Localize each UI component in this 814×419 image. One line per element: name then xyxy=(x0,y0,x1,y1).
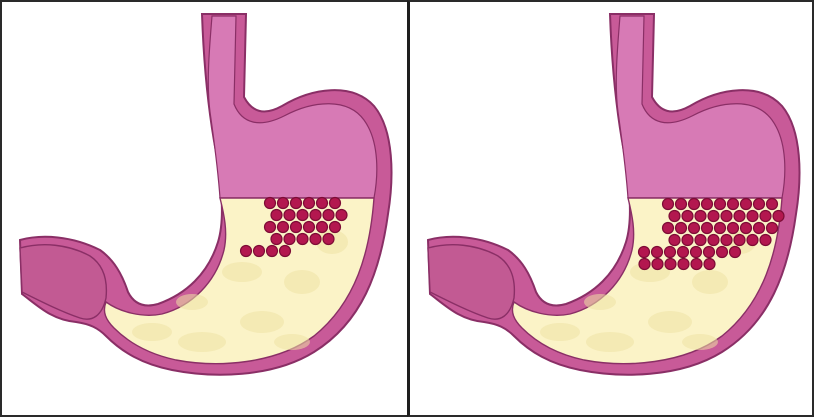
stomach-group xyxy=(428,14,799,375)
food-texture xyxy=(274,334,310,350)
particle-dot xyxy=(639,247,650,258)
particle-dot xyxy=(669,211,680,222)
particle-dot xyxy=(663,199,674,210)
particle-dot xyxy=(747,235,758,246)
particle-dot xyxy=(665,259,676,270)
particle-dot xyxy=(721,235,732,246)
particle-dot xyxy=(734,235,745,246)
particle-dot xyxy=(284,210,295,221)
particle-dot xyxy=(715,199,726,210)
particle-dot xyxy=(678,247,689,258)
particle-dot xyxy=(241,246,252,257)
particle-dot xyxy=(304,198,315,209)
particle-dot xyxy=(310,234,321,245)
particle-dot xyxy=(682,211,693,222)
particle-dot xyxy=(689,223,700,234)
particle-dot xyxy=(730,247,741,258)
particle-dot xyxy=(254,246,265,257)
particle-dot xyxy=(767,223,778,234)
food-texture xyxy=(240,311,284,333)
particle-dot xyxy=(284,234,295,245)
particle-dot xyxy=(702,199,713,210)
particle-dot xyxy=(704,259,715,270)
stomach-illustration-right xyxy=(410,2,814,419)
particle-dot xyxy=(773,211,784,222)
particle-dot xyxy=(760,235,771,246)
food-texture xyxy=(692,270,728,294)
particle-dot xyxy=(304,222,315,233)
particle-dot xyxy=(652,247,663,258)
particle-dot xyxy=(639,259,650,270)
food-texture xyxy=(176,294,208,310)
particle-dot xyxy=(747,211,758,222)
particle-dot xyxy=(330,198,341,209)
particle-dot xyxy=(708,235,719,246)
stomach-illustration-left xyxy=(2,2,409,419)
particle-dot xyxy=(323,234,334,245)
particle-dot xyxy=(265,222,276,233)
panel-left xyxy=(0,0,407,417)
particle-dot xyxy=(317,198,328,209)
particle-dot xyxy=(715,223,726,234)
particle-dot xyxy=(271,210,282,221)
particle-dot xyxy=(297,210,308,221)
particle-dot xyxy=(678,259,689,270)
particle-dot xyxy=(310,210,321,221)
food-texture xyxy=(586,332,634,352)
particle-dot xyxy=(682,235,693,246)
particle-dot xyxy=(767,199,778,210)
particle-dot xyxy=(704,247,715,258)
particle-dot xyxy=(278,222,289,233)
particle-dot xyxy=(663,223,674,234)
particle-dot xyxy=(721,211,732,222)
particle-dot xyxy=(271,234,282,245)
particle-dot xyxy=(323,210,334,221)
particle-dot xyxy=(754,223,765,234)
particle-dot xyxy=(278,198,289,209)
particle-dot xyxy=(689,199,700,210)
particle-dot xyxy=(265,198,276,209)
particle-dot xyxy=(734,211,745,222)
particle-dot xyxy=(669,235,680,246)
particle-dot xyxy=(702,223,713,234)
food-texture xyxy=(682,334,718,350)
particle-dot xyxy=(336,210,347,221)
particle-dot xyxy=(665,247,676,258)
particle-dot xyxy=(291,222,302,233)
food-texture xyxy=(540,323,580,341)
particle-dot xyxy=(676,199,687,210)
particle-dot xyxy=(297,234,308,245)
particle-dot xyxy=(280,246,291,257)
particle-dot xyxy=(717,247,728,258)
particle-dot xyxy=(317,222,328,233)
particle-dot xyxy=(741,199,752,210)
food-texture xyxy=(284,270,320,294)
food-texture xyxy=(584,294,616,310)
particle-dot xyxy=(676,223,687,234)
stomach-group xyxy=(20,14,391,375)
particle-dot xyxy=(330,222,341,233)
particle-dot xyxy=(728,223,739,234)
food-texture xyxy=(132,323,172,341)
food-texture xyxy=(648,311,692,333)
particle-dot xyxy=(691,247,702,258)
particle-dot xyxy=(741,223,752,234)
particle-dot xyxy=(291,198,302,209)
panel-right xyxy=(407,0,814,417)
particle-dot xyxy=(728,199,739,210)
particle-dot xyxy=(691,259,702,270)
particle-dot xyxy=(760,211,771,222)
particle-dot xyxy=(695,211,706,222)
food-texture xyxy=(222,262,262,282)
particle-dot xyxy=(652,259,663,270)
particle-dot xyxy=(267,246,278,257)
food-texture xyxy=(178,332,226,352)
particle-dot xyxy=(708,211,719,222)
particle-dot xyxy=(695,235,706,246)
particle-dot xyxy=(754,199,765,210)
